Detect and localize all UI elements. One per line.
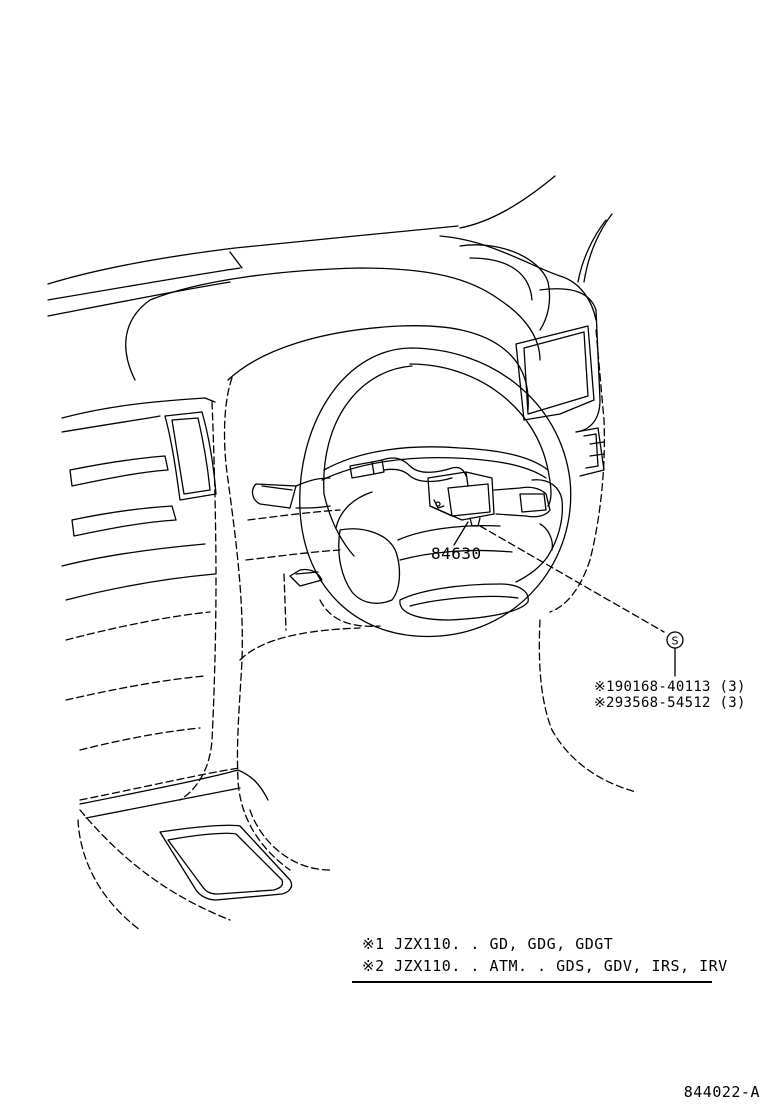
right-air-vent	[515, 288, 605, 477]
steering-column	[251, 477, 331, 587]
applicability-note-2: ※2 JZX110. . ATM. . GDS, GDV, IRS, IRV	[362, 957, 728, 975]
figure-code: 844022-A	[683, 1083, 760, 1101]
part-number-label: 84630	[431, 544, 482, 563]
left-air-vents	[61, 397, 217, 601]
dashboard-top-lines	[47, 175, 613, 331]
fastener-symbol: S	[672, 635, 679, 648]
fastener-part-number-2: ※293568-54512 (3)	[594, 695, 746, 711]
fastener-callout: S	[666, 631, 684, 677]
part-leader-line	[453, 521, 469, 546]
steering-wheel	[299, 347, 572, 638]
right-door-outline	[538, 329, 637, 793]
notes-underline	[352, 981, 712, 983]
applicability-note-1: ※1 JZX110. . GD, GDG, GDGT	[362, 935, 614, 953]
airbag-module	[349, 457, 551, 527]
center-console	[79, 769, 293, 901]
instrument-hood	[125, 267, 541, 411]
dashed-panel-outlines	[65, 377, 381, 931]
fastener-part-number-1: ※190168-40113 (3)	[594, 679, 746, 695]
leader-line	[479, 525, 665, 633]
